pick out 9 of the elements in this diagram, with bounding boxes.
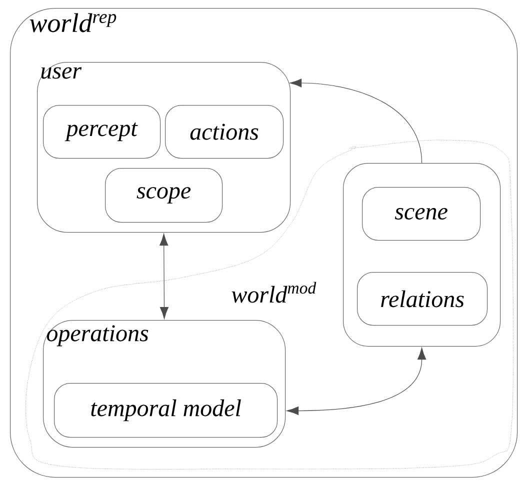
rounded-box: scope (105, 168, 223, 223)
rounded-box: relations (357, 272, 488, 326)
arrow (290, 78, 422, 164)
arrow (286, 348, 426, 416)
rounded-box: scene (362, 187, 481, 241)
rounded-box: temporal model (54, 383, 278, 438)
rounded-box: percept (43, 105, 161, 159)
arrow (160, 234, 169, 319)
rounded-box: actions (165, 105, 284, 159)
